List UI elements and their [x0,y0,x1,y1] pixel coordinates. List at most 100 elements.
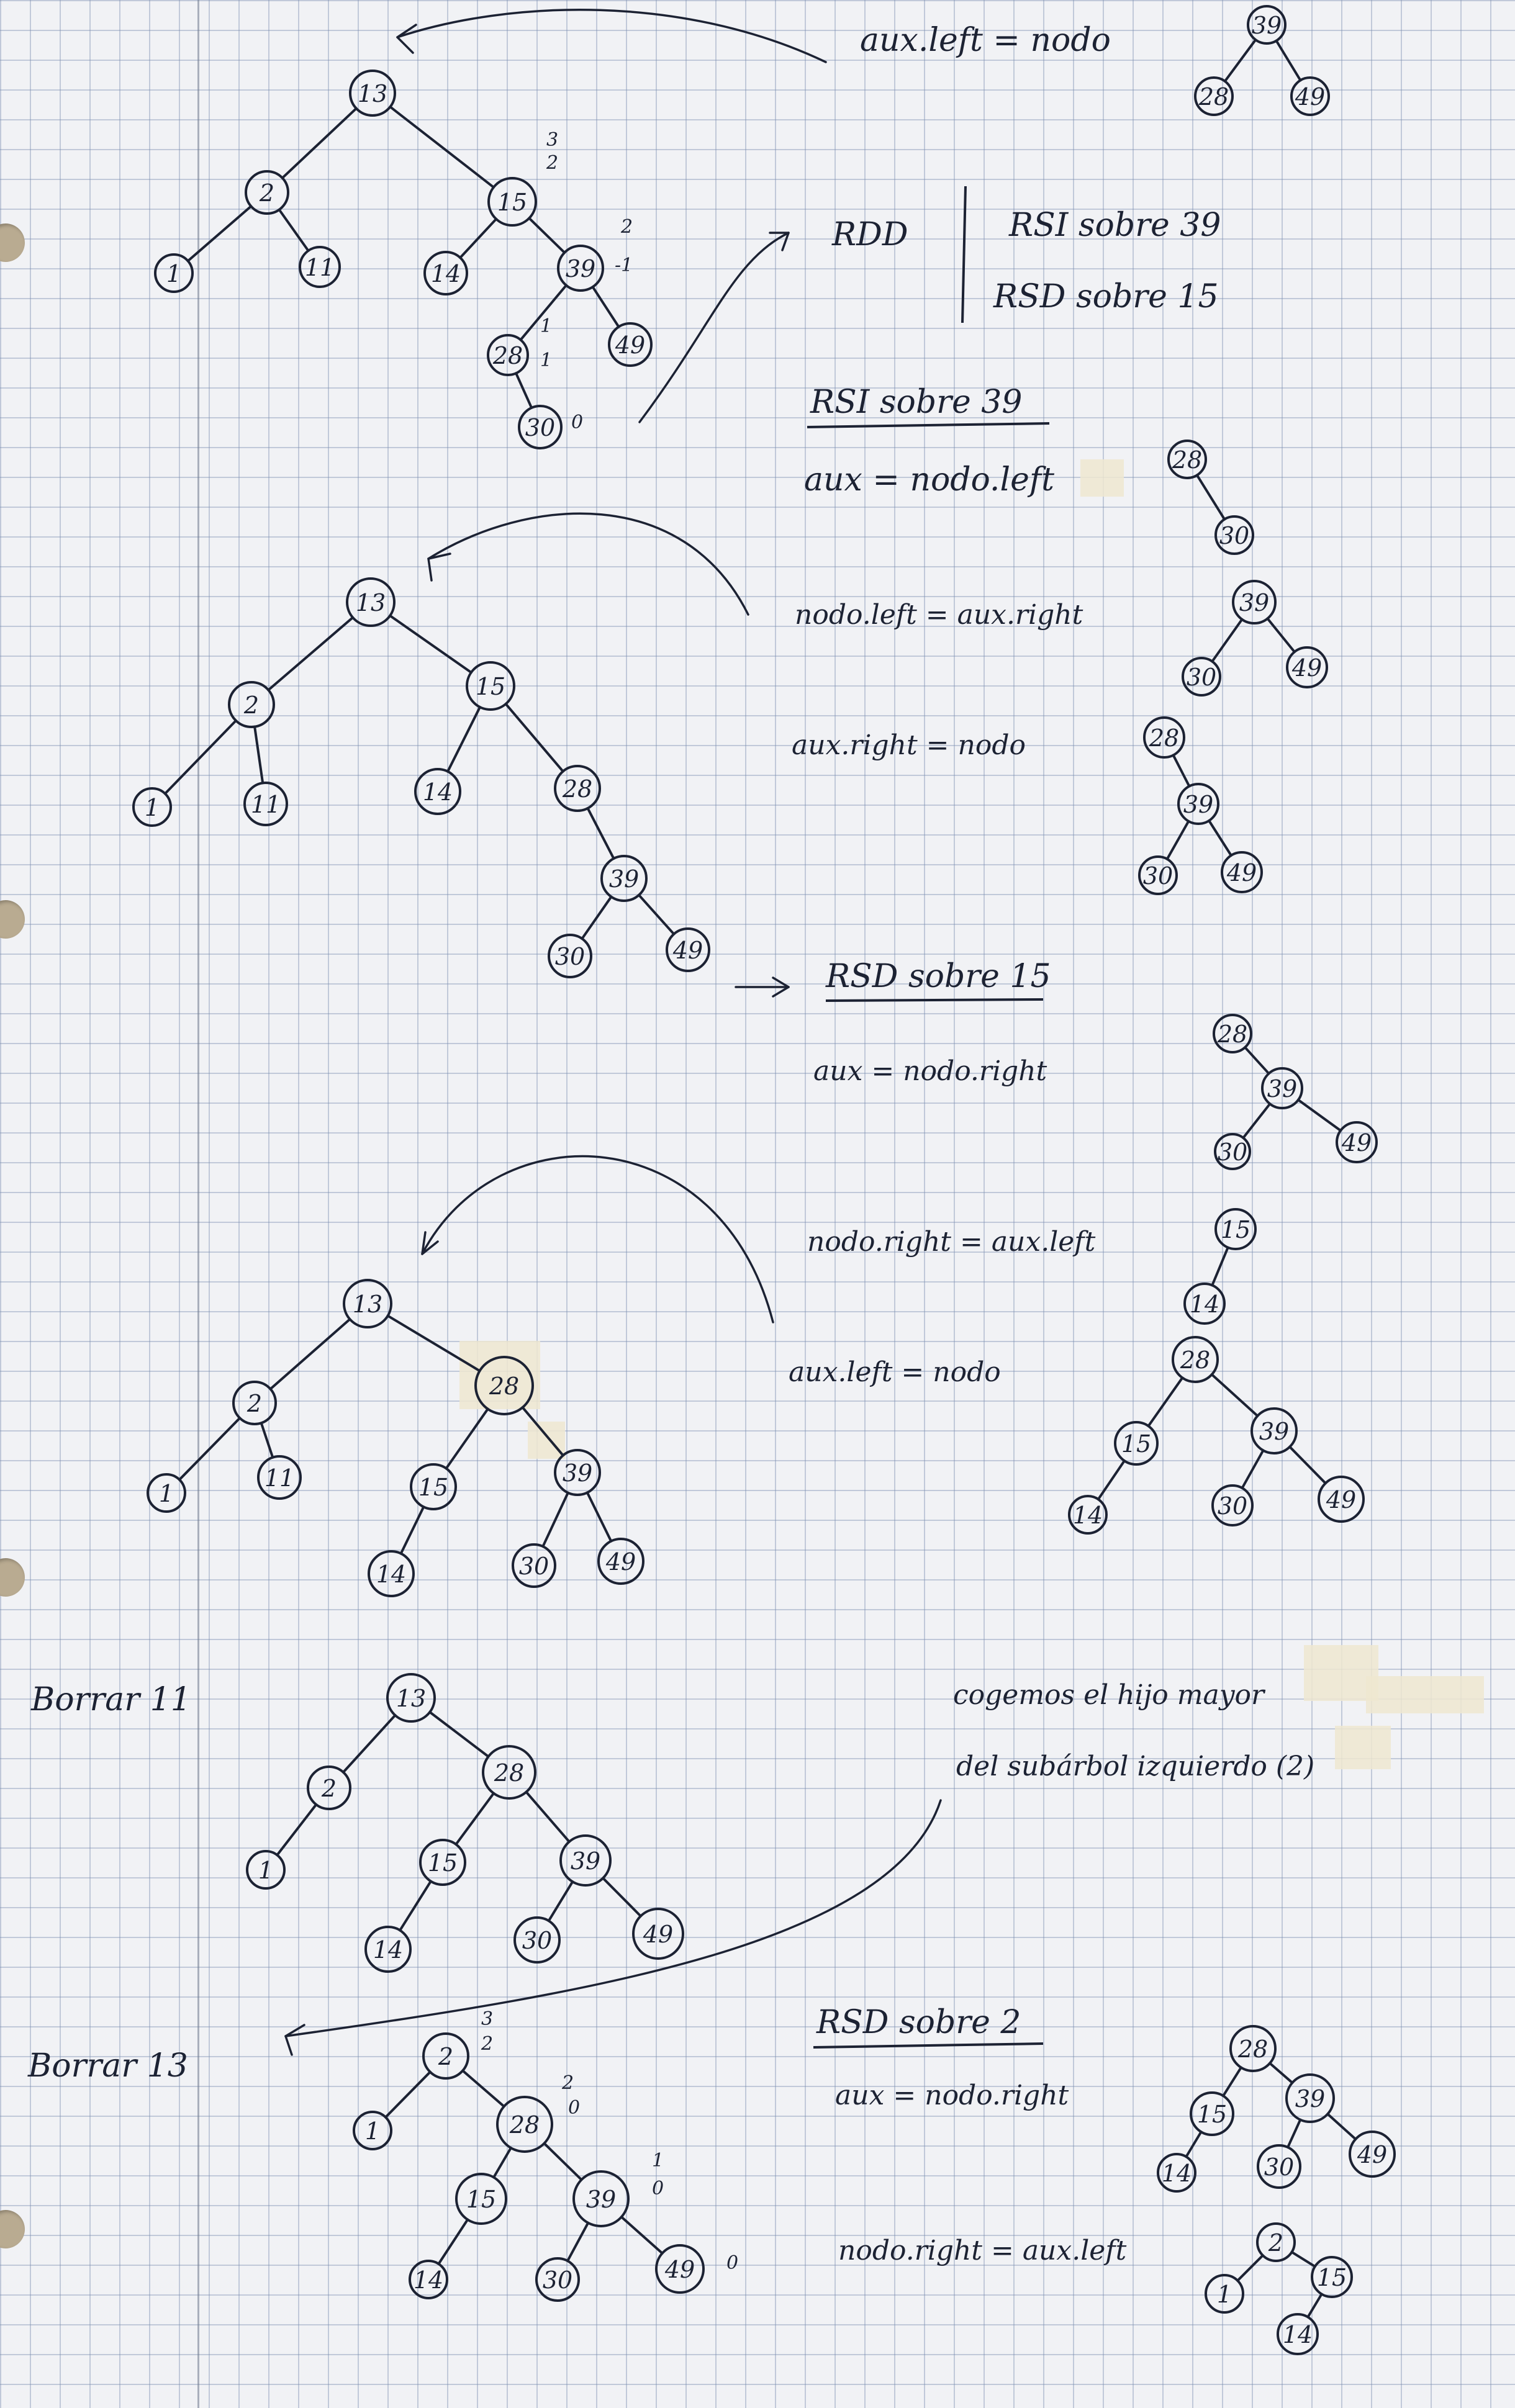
node-label: 30 [1218,1139,1247,1166]
tree-edge [389,106,495,189]
node-circle [1214,515,1254,555]
tree-edge [1266,617,1296,654]
node-circle [132,787,172,827]
node-circle [496,2096,553,2153]
tree-node: 1 [132,787,172,827]
tree-edge [1223,38,1257,83]
tree-node: 14 [423,251,468,295]
node-circle [600,855,648,902]
node-circle [559,1834,612,1887]
node-circle [1221,851,1263,893]
node-circle [1256,2222,1296,2262]
tree-edge [1242,1103,1272,1139]
tree-node: 30 [512,1543,556,1588]
tree-node: 15 [1311,2256,1353,2298]
node-circle [1229,2025,1277,2072]
tree-edge [1287,2118,1302,2149]
tree-edge [620,2216,664,2255]
node-circle [1167,440,1207,479]
node-circle [474,1356,534,1415]
tree-node: 49 [1221,851,1263,893]
node-circle [349,70,396,117]
tree-edge [269,1318,351,1391]
tree-node: 1 [1205,2274,1244,2314]
tree-node: 49 [666,927,710,972]
node-label: 2 [438,2043,453,2070]
node-label: 15 [476,673,505,700]
tree-node: 28 [474,1356,534,1415]
balance-factor-new: 0 [568,2097,580,2119]
node-label: 28 [562,775,592,803]
node-circle [410,1463,457,1510]
node-label: 39 [566,255,595,282]
tree-node: 14 [1183,1283,1226,1325]
node-label: 14 [373,1936,403,1964]
tree-node: 28 [487,334,529,376]
tree-edge [586,806,615,860]
node-circle [1183,1283,1226,1325]
node-label: 30 [1264,2153,1294,2181]
node-label: 28 [1172,446,1202,474]
node-label: 15 [497,189,527,216]
tree-node: 49 [1290,76,1330,116]
node-label: 1 [258,1857,273,1884]
tree-node: 11 [243,782,288,826]
tree-edge [1211,1246,1229,1287]
brace [961,186,967,323]
tree-node: 30 [1214,515,1254,555]
tree-edge [1195,474,1226,521]
node-circle [1068,1495,1108,1535]
tree-node: 28 [1229,2025,1277,2072]
curved-arrow [284,1799,942,2037]
tree-edge [1296,1098,1342,1132]
tree-edge [186,205,253,263]
node-circle [554,765,601,812]
tree-edge [278,208,310,252]
tree-node: 39 [600,855,648,902]
tree-node: 11 [299,246,341,288]
node-label: 30 [555,943,585,970]
tree-edge [260,1422,274,1459]
tree-node: 39 [1250,1407,1298,1454]
tree-edge [1290,2250,1316,2268]
arrow-head [769,232,790,251]
node-label: 30 [543,2266,572,2294]
tree-edge [492,2147,512,2179]
node-label: 13 [358,80,387,107]
tree-edge [519,284,568,341]
tree-node: 15 [419,1839,466,1886]
node-label: 49 [1341,1129,1372,1157]
tree-edge [541,1491,569,1548]
note-nodo-left-aux-right: nodo.left = aux.right [795,599,1083,631]
node-label: 14 [1073,1502,1103,1529]
node-label: 1 [145,794,160,821]
tree-edge [638,893,676,936]
node-circle [1214,1208,1257,1250]
node-label: 39 [609,865,639,893]
balance-factor-new: 1 [540,349,552,371]
tree-edge [547,1880,574,1923]
tree-node: 39 [557,245,604,292]
balance-factor: 0 [571,412,583,433]
node-label: 28 [1198,83,1229,110]
rsd-section-title: RSD sobre 15 [825,958,1051,995]
node-circle [572,2170,630,2227]
tree-node: 39 [559,1834,612,1887]
tree-edge [504,702,564,773]
node-circle [655,2244,705,2294]
node-circle [1182,657,1221,697]
tree-edge [1208,819,1232,857]
tree-edge [341,1714,397,1774]
node-circle [368,1550,415,1597]
balance-factor-old: 2 [620,216,633,238]
tree-edge [1147,1376,1184,1428]
node-label: 28 [1149,724,1179,752]
node-circle [1290,76,1330,116]
node-label: 15 [1121,1430,1151,1458]
rsi-section-title: RSI sobre 39 [810,384,1022,421]
rsd2-section-title: RSD sobre 2 [816,2004,1021,2041]
